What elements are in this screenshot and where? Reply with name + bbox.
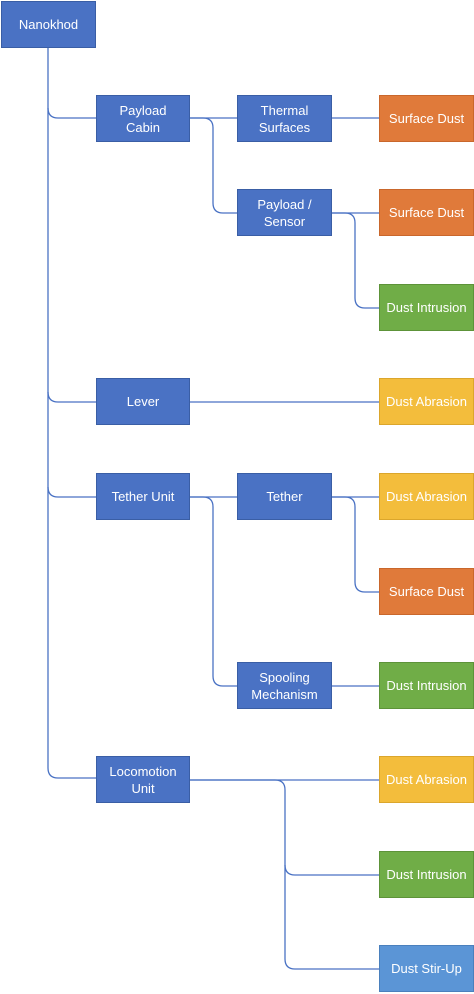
node-thermal-surfaces: Thermal Surfaces (237, 95, 332, 142)
connector-root-tether-unit (47, 486, 96, 498)
node-label: Dust Abrasion (386, 394, 467, 409)
node-label: Lever (126, 394, 160, 409)
node-label: Dust Intrusion (386, 300, 467, 315)
connector-locomotion-intrusion (190, 779, 379, 876)
node-label: Surface Dust (388, 205, 465, 220)
node-label: Nanokhod (18, 17, 79, 32)
connector-root-payload-cabin (47, 107, 96, 119)
node-label: Spooling Mechanism (251, 669, 318, 702)
node-payload-sensor: Payload / Sensor (237, 189, 332, 236)
node-label: Dust Abrasion (386, 489, 467, 504)
connector-sensor-intrusion (332, 212, 379, 309)
node-tether-unit: Tether Unit (96, 473, 190, 520)
node-spooling-mechanism: Spooling Mechanism (237, 662, 332, 709)
node-tether: Tether (237, 473, 332, 520)
node-label: Tether Unit (111, 489, 175, 504)
node-payload-cabin: Payload Cabin (96, 95, 190, 142)
node-label: Dust Intrusion (386, 867, 467, 882)
connector-locomotion-stirup (284, 865, 379, 970)
node-label: Dust Intrusion (386, 678, 467, 693)
node-label: Thermal Surfaces (258, 102, 311, 135)
effect-dust-abrasion: Dust Abrasion (379, 378, 474, 425)
effect-surface-dust: Surface Dust (379, 189, 474, 236)
connector-cabin-sensor (190, 117, 237, 214)
effect-dust-abrasion: Dust Abrasion (379, 756, 474, 803)
node-label: Surface Dust (388, 584, 465, 599)
effect-dust-intrusion: Dust Intrusion (379, 662, 474, 709)
effect-dust-intrusion: Dust Intrusion (379, 284, 474, 331)
node-label: Payload / Sensor (257, 196, 312, 229)
node-lever: Lever (96, 378, 190, 425)
connector-tether-surface (332, 496, 379, 593)
node-nanokhod: Nanokhod (1, 1, 96, 48)
effect-dust-abrasion: Dust Abrasion (379, 473, 474, 520)
effect-dust-stir-up: Dust Stir-Up (379, 945, 474, 992)
node-label: Dust Stir-Up (391, 961, 462, 976)
node-locomotion-unit: Locomotion Unit (96, 756, 190, 803)
node-label: Dust Abrasion (386, 772, 467, 787)
node-label: Locomotion Unit (109, 763, 177, 796)
node-label: Tether (266, 489, 303, 504)
effect-dust-intrusion: Dust Intrusion (379, 851, 474, 898)
effect-surface-dust: Surface Dust (379, 568, 474, 615)
node-label: Payload Cabin (119, 102, 167, 135)
connector-tether-unit-spooling (190, 496, 237, 687)
connector-root-lever (47, 391, 96, 403)
connector-root-trunk (47, 48, 96, 779)
node-label: Surface Dust (388, 111, 465, 126)
effect-surface-dust: Surface Dust (379, 95, 474, 142)
